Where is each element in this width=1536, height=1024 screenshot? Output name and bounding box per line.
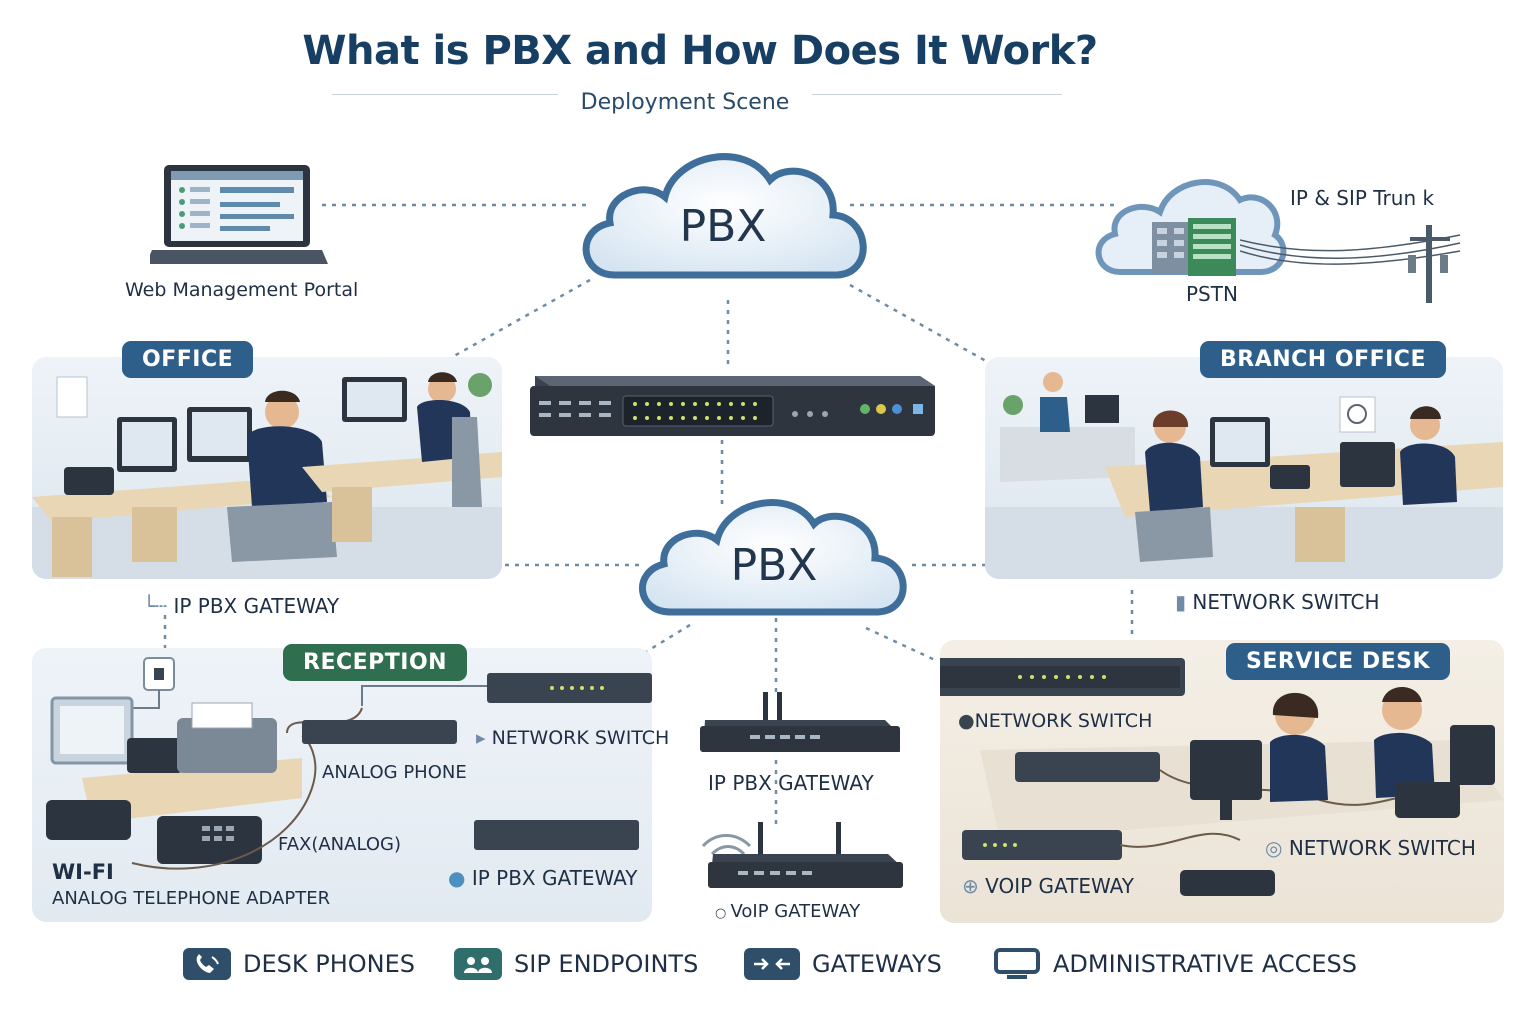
ip-pbx-gateway-device <box>700 692 900 752</box>
middle-gateway-label: IP PBX GATEWAY <box>708 771 874 795</box>
pointer-icon: ▸ <box>476 727 492 749</box>
service-switch2-label: ◎ NETWORK SWITCH <box>1265 836 1476 860</box>
voip-gateway-device <box>701 822 903 888</box>
office-gateway-label: └┄ IP PBX GATEWAY <box>143 594 340 618</box>
page-title: What is PBX and How Does It Work? <box>302 28 1098 74</box>
legend-sip-endpoints: SIP ENDPOINTS <box>454 945 698 983</box>
office-scene <box>32 372 502 579</box>
service-badge: SERVICE DESK <box>1226 643 1451 680</box>
dot-icon: ● <box>448 866 472 890</box>
reception-gateway-label: ● IP PBX GATEWAY <box>448 866 638 890</box>
office-panel: OFFICE <box>32 357 502 579</box>
utility-pole-icon <box>1240 225 1461 303</box>
legend-desk-phones: DESK PHONES <box>183 945 415 983</box>
plus-icon: ⊕ <box>962 874 986 898</box>
ata-label: ANALOG TELEPHONE ADAPTER <box>52 888 331 909</box>
dot-icon: ◎ <box>1265 836 1289 860</box>
trunk-label: IP & SIP Trun k <box>1290 186 1435 210</box>
fax-label: FAX(ANALOG) <box>278 834 401 855</box>
analog-phone-label: ANALOG PHONE <box>322 762 467 783</box>
gateway-small-icon: └┄ <box>143 594 174 618</box>
legend-admin-access: ADMINISTRATIVE ACCESS <box>993 945 1357 983</box>
reception-scene <box>46 657 652 870</box>
pbx-cloud-top: PBX <box>582 153 867 279</box>
title-rule-right <box>812 94 1062 95</box>
reception-badge: RECEPTION <box>283 644 468 681</box>
middle-voip-label: ○ VoIP GATEWAY <box>715 901 861 922</box>
service-switch1-label: ●NETWORK SWITCH <box>958 710 1153 732</box>
legend-label: DESK PHONES <box>243 950 416 978</box>
reception-switch-label: ▸ NETWORK SWITCH <box>476 727 670 749</box>
reception-panel <box>32 648 652 922</box>
service-panel <box>940 640 1504 923</box>
legend-label: SIP ENDPOINTS <box>514 950 699 978</box>
title-rule-left <box>332 94 558 95</box>
legend-gateways: GATEWAYS <box>744 945 942 983</box>
plug-small-icon: ▮ <box>1175 590 1193 614</box>
line-cloud2-service <box>865 626 936 662</box>
wifi-label: WI-FI <box>52 860 114 884</box>
branch-badge: BRANCH OFFICE <box>1200 341 1446 378</box>
cloud-top-label: PBX <box>680 201 767 252</box>
service-scene <box>940 658 1504 896</box>
laptop-icon <box>150 165 328 264</box>
portal-label: Web Management Portal <box>125 279 359 301</box>
branch-scene <box>985 372 1503 579</box>
legend-label: GATEWAYS <box>812 950 942 978</box>
cloud-center-label: PBX <box>731 540 818 591</box>
pstn-cloud <box>1095 179 1287 276</box>
monitor-icon <box>993 948 1041 980</box>
pbx-server-device <box>530 376 935 436</box>
office-badge-tab: OFFICE <box>122 341 254 378</box>
users-icon <box>454 948 502 980</box>
dot-icon: ○ <box>715 906 731 921</box>
branch-switch-label: ▮ NETWORK SWITCH <box>1175 590 1380 614</box>
arrows-icon <box>744 948 800 980</box>
phone-icon <box>183 948 231 980</box>
plug-small-icon: ● <box>958 710 975 732</box>
pstn-label: PSTN <box>1186 282 1238 306</box>
pbx-cloud-center: PBX <box>638 499 907 616</box>
service-voip-label: ⊕ VOIP GATEWAY <box>962 874 1135 898</box>
page-subtitle: Deployment Scene <box>580 90 790 115</box>
legend-label: ADMINISTRATIVE ACCESS <box>1053 950 1357 978</box>
branch-panel <box>985 357 1503 579</box>
